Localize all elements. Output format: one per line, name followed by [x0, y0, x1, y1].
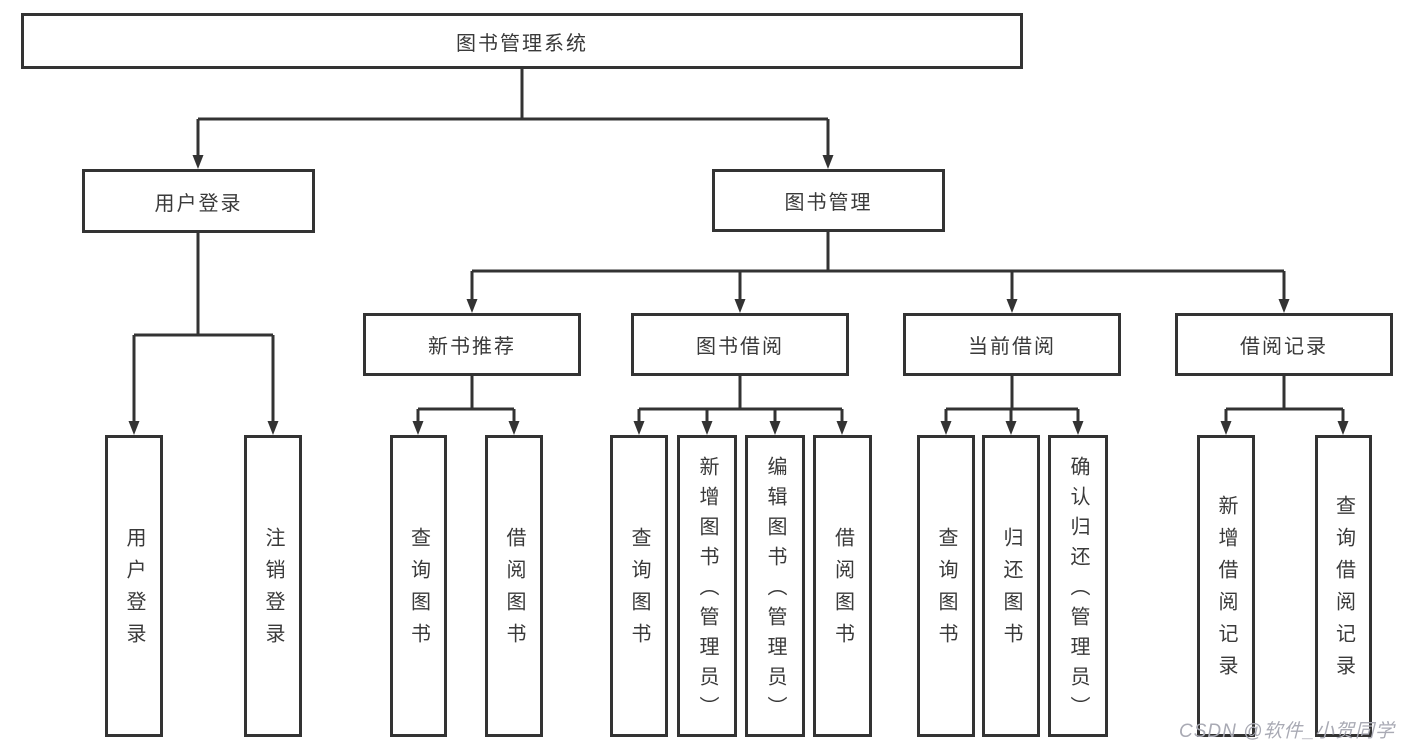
arrowhead-icon: [412, 421, 424, 435]
arrowhead-icon: [769, 421, 781, 435]
arrowhead-icon: [1072, 421, 1084, 435]
leaf-query-books: 查询图书: [390, 435, 447, 737]
node-book-borrow: 图书借阅: [631, 313, 849, 376]
leaf-logout: 注销登录: [244, 435, 302, 737]
arrowhead-icon: [1005, 421, 1017, 435]
node-root-system: 图书管理系统: [21, 13, 1023, 69]
arrowhead-icon: [128, 421, 140, 435]
arrowhead-icon: [940, 421, 952, 435]
arrowhead-icon: [734, 299, 746, 313]
node-new-book-recommend: 新书推荐: [363, 313, 581, 376]
leaf-add-borrow-record: 新增借阅记录: [1197, 435, 1255, 737]
node-borrow-records: 借阅记录: [1175, 313, 1393, 376]
leaf-query-borrow-record: 查询借阅记录: [1315, 435, 1372, 737]
leaf-return-books: 归还图书: [982, 435, 1040, 737]
arrowhead-icon: [633, 421, 645, 435]
arrowhead-icon: [822, 155, 834, 169]
leaf-query-books: 查询图书: [610, 435, 668, 737]
leaf-user-login: 用户登录: [105, 435, 163, 737]
arrowhead-icon: [1278, 299, 1290, 313]
leaf-add-book-admin: 新增图书（管理员）: [677, 435, 737, 737]
leaf-query-books: 查询图书: [917, 435, 975, 737]
arrowhead-icon: [1337, 421, 1349, 435]
arrowhead-icon: [267, 421, 279, 435]
arrowhead-icon: [1006, 299, 1018, 313]
node-user-login-module: 用户登录: [82, 169, 315, 233]
leaf-edit-book-admin: 编辑图书（管理员）: [745, 435, 805, 737]
arrowhead-icon: [466, 299, 478, 313]
arrowhead-icon: [701, 421, 713, 435]
arrowhead-icon: [836, 421, 848, 435]
node-current-borrow: 当前借阅: [903, 313, 1121, 376]
node-book-management-module: 图书管理: [712, 169, 945, 232]
leaf-borrow-books: 借阅图书: [813, 435, 872, 737]
leaf-borrow-books: 借阅图书: [485, 435, 543, 737]
arrowhead-icon: [508, 421, 520, 435]
arrowhead-icon: [192, 155, 204, 169]
leaf-confirm-return-admin: 确认归还（管理员）: [1048, 435, 1108, 737]
arrowhead-icon: [1220, 421, 1232, 435]
